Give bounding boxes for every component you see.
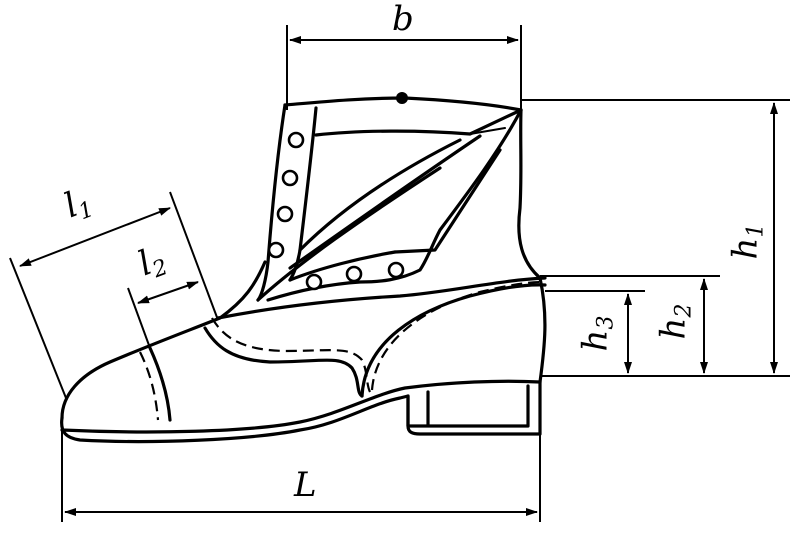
eyelet <box>387 261 405 279</box>
eyelet <box>305 273 323 291</box>
eyelets <box>267 131 405 291</box>
back-quarter <box>517 108 547 384</box>
heel <box>406 384 530 428</box>
sole <box>60 380 542 444</box>
eyelet <box>287 131 305 149</box>
dimension-lines <box>9 25 790 522</box>
tongue <box>314 108 523 137</box>
eyelet <box>267 241 285 259</box>
dimension-l1 <box>19 207 171 267</box>
boot-outline <box>60 92 547 444</box>
label-L: L <box>294 465 317 505</box>
vamp-seam <box>203 326 364 398</box>
eyelet-stay <box>256 103 287 302</box>
dimension-l2 <box>137 281 199 304</box>
eyelet <box>345 265 363 283</box>
label-b: b <box>392 0 414 39</box>
welt-line <box>60 379 542 434</box>
toe-cap-seam <box>148 346 172 422</box>
eyelet <box>276 205 294 223</box>
label-h1: h1 <box>725 223 769 260</box>
vamp <box>60 260 267 420</box>
label-h2: h2 <box>653 303 697 340</box>
label-h3: h3 <box>575 315 619 352</box>
collar-dot <box>396 92 408 104</box>
eyelet <box>281 169 299 187</box>
